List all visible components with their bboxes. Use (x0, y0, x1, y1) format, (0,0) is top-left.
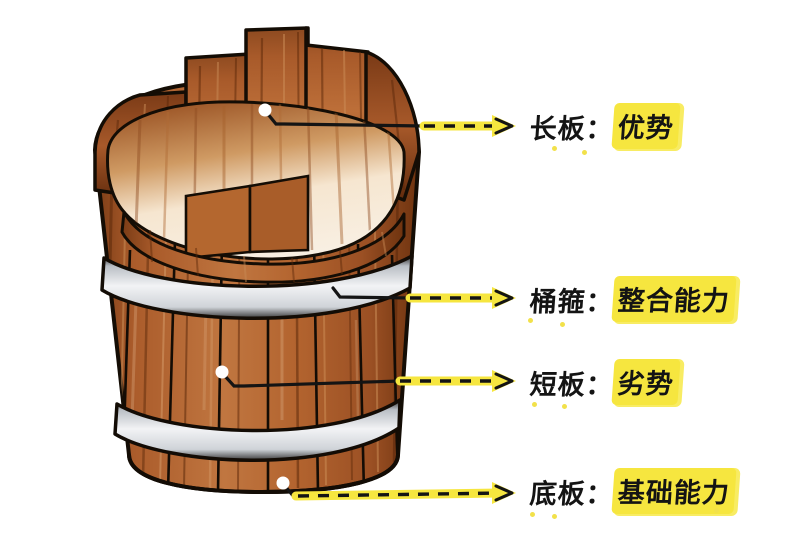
callout-leaders (222, 111, 516, 504)
barrel-base (127, 453, 400, 495)
callout-highlight-short-stave: 劣势 (613, 361, 679, 403)
ink-speckle (552, 514, 557, 519)
leader-long-stave (265, 111, 516, 137)
callout-label-hoop: 桶箍：整合能力 (529, 278, 735, 320)
callout-lead-long-stave: 长板： (528, 113, 615, 145)
ink-speckle (582, 150, 587, 155)
callout-highlight-long-stave: 优势 (613, 105, 679, 147)
callout-lead-base-board: 底板： (528, 478, 615, 510)
callout-label-long-stave: 长板：优势 (529, 105, 679, 147)
callout-label-short-stave: 短板：劣势 (529, 361, 679, 403)
ink-speckle (562, 404, 567, 409)
anchor-dot-base-board (276, 476, 290, 490)
leader-base-board (283, 482, 516, 504)
leader-short-stave (222, 370, 516, 392)
ink-speckle (714, 508, 719, 513)
callout-lead-short-stave: 短板： (528, 369, 615, 401)
anchor-dot-short-stave (215, 365, 229, 379)
barrel-hoop-top (100, 254, 414, 321)
anchor-dots (215, 103, 290, 490)
barrel-hoop-bottom (113, 398, 402, 462)
barrel-interior (106, 100, 406, 284)
ink-speckle (560, 322, 565, 327)
ink-speckle (530, 512, 535, 517)
callout-highlight-hoop: 整合能力 (613, 278, 735, 320)
anchor-dot-long-stave (258, 103, 272, 117)
ink-speckle (552, 146, 557, 151)
callout-label-base-board: 底板：基础能力 (529, 470, 735, 512)
ink-speckle (528, 318, 533, 323)
callout-highlight-base-board: 基础能力 (613, 470, 735, 512)
ink-speckle (532, 402, 537, 407)
leader-hoop (331, 286, 516, 309)
callout-lead-hoop: 桶箍： (528, 286, 615, 318)
